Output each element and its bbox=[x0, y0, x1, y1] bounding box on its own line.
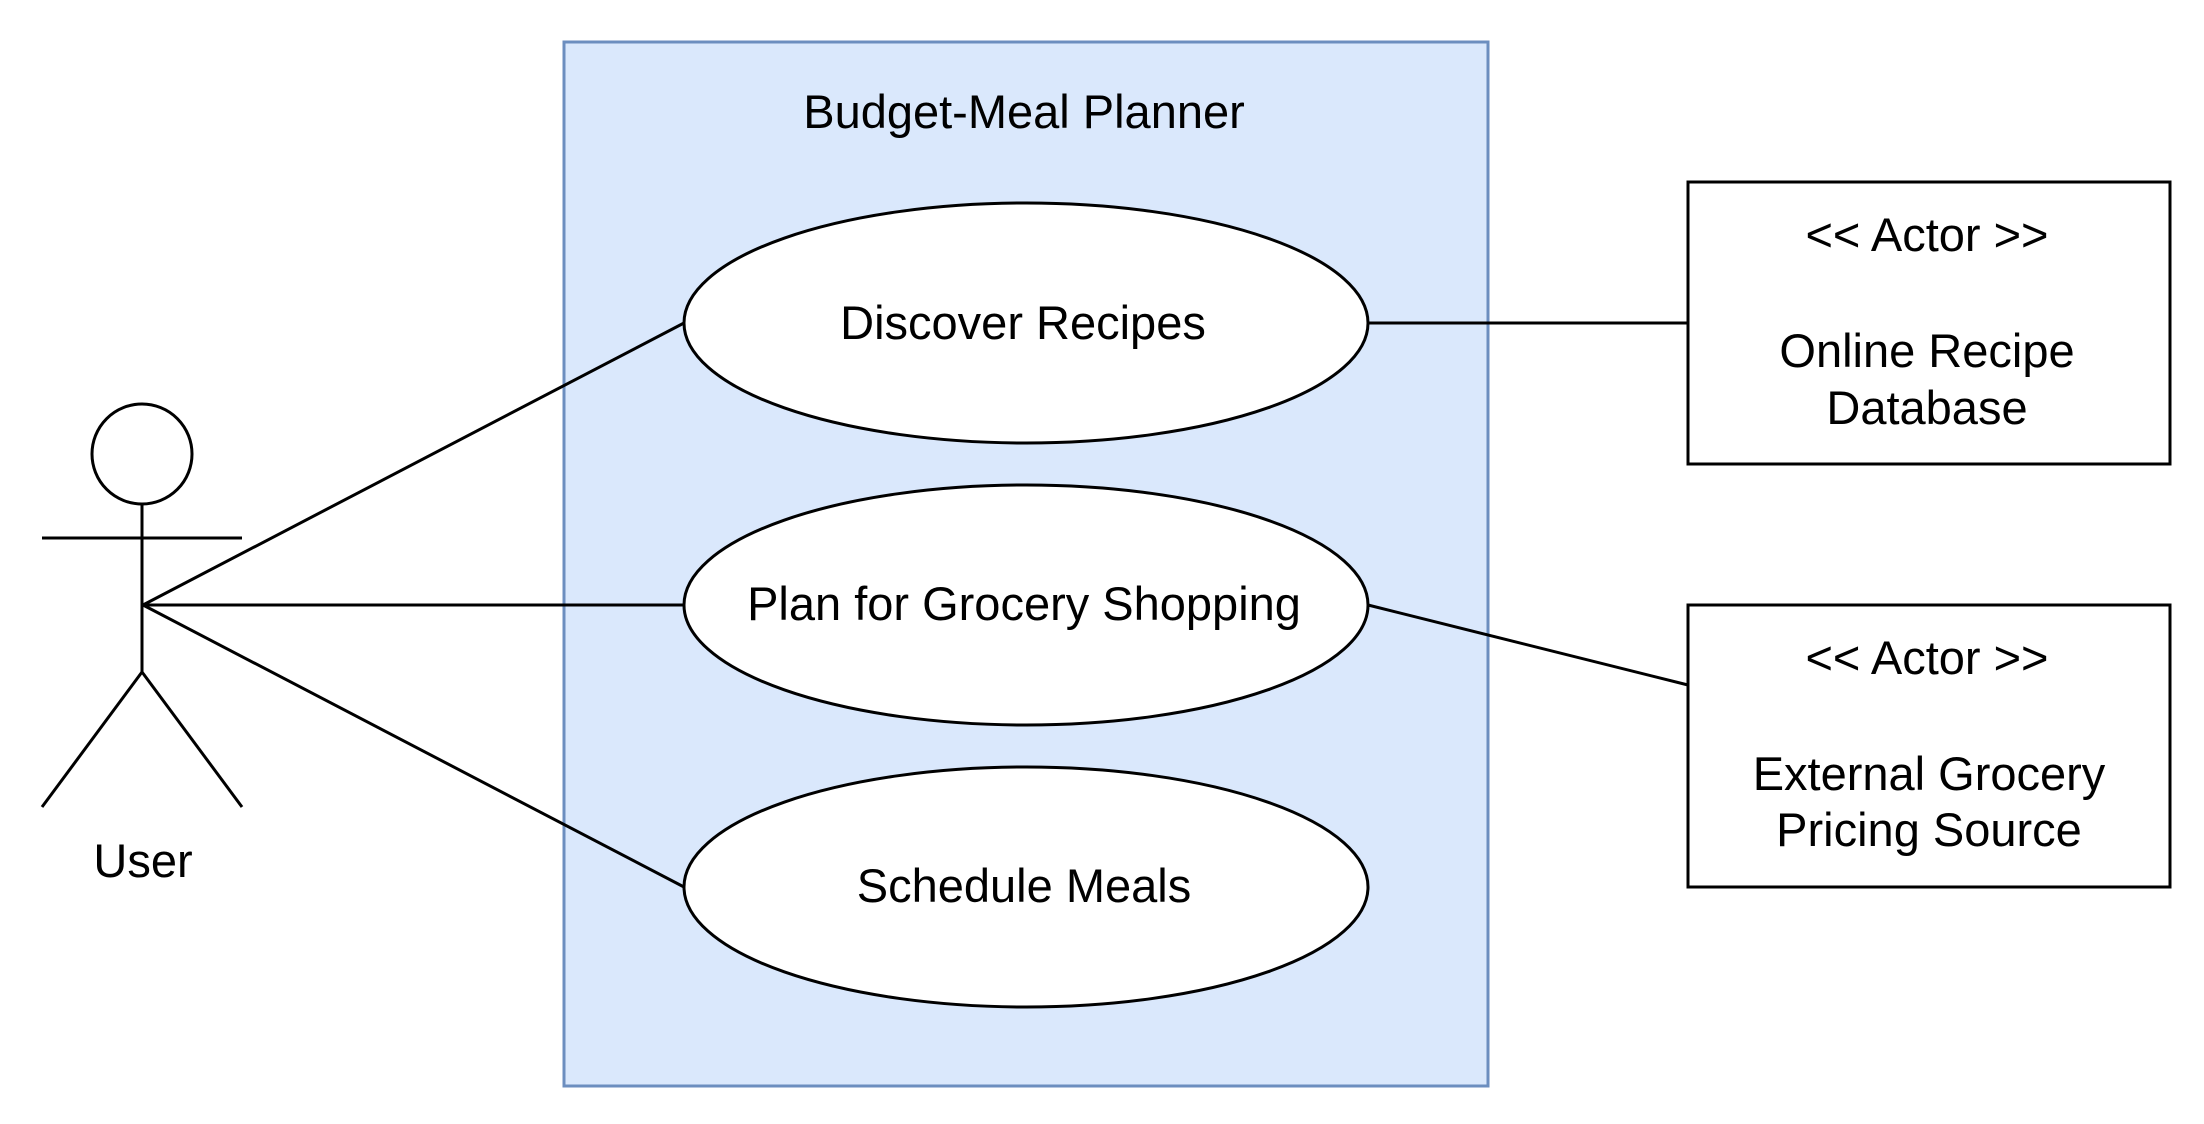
use-case-label: Schedule Meals bbox=[857, 859, 1191, 912]
actor-name-line-2: Database bbox=[1826, 381, 2027, 434]
stick-figure-icon bbox=[40, 402, 244, 808]
actor-name-line-2: Pricing Source bbox=[1776, 803, 2082, 856]
use-case-ellipse bbox=[682, 765, 1370, 1009]
actor-name-line-1: Online Recipe bbox=[1779, 324, 2074, 377]
external-actor-box bbox=[1686, 180, 2172, 466]
use-case-label: Plan for Grocery Shopping bbox=[747, 577, 1301, 630]
use-case-ellipse bbox=[682, 201, 1370, 445]
external-actor-online-recipe-database: << Actor >> Online Recipe Database bbox=[1686, 180, 2172, 466]
use-case-schedule-meals: Schedule Meals bbox=[682, 765, 1370, 1009]
external-actor-box bbox=[1686, 603, 2172, 889]
association-user-schedule-meals bbox=[142, 603, 685, 889]
use-case-plan-grocery-shopping: Plan for Grocery Shopping bbox=[682, 483, 1370, 727]
association-plan-grocery-external-pricing-source bbox=[1367, 603, 1689, 687]
associations bbox=[142, 321, 1689, 889]
use-case-ellipse bbox=[682, 483, 1370, 727]
use-case-label: Discover Recipes bbox=[840, 296, 1206, 349]
use-case-discover-recipes: Discover Recipes bbox=[682, 201, 1370, 445]
association-user-discover-recipes bbox=[142, 321, 685, 607]
actor-user: User bbox=[40, 402, 244, 887]
actor-name-line-1: External Grocery bbox=[1753, 747, 2106, 800]
actor-label: User bbox=[93, 834, 192, 887]
external-actor-external-grocery-pricing-source: << Actor >> External Grocery Pricing Sou… bbox=[1686, 603, 2172, 889]
actor-stereotype: << Actor >> bbox=[1805, 208, 2048, 261]
system-title: Budget-Meal Planner bbox=[803, 85, 1245, 138]
actor-stereotype: << Actor >> bbox=[1805, 631, 2048, 684]
